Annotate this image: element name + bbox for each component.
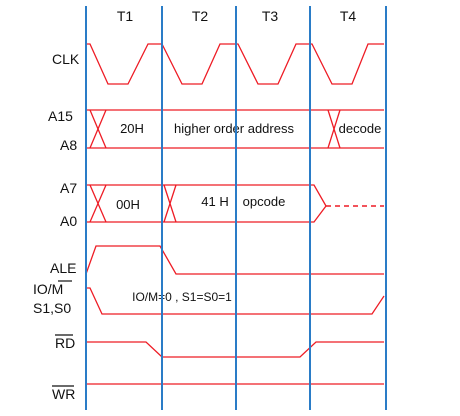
t-state-label-t4: T4: [340, 8, 357, 24]
low-address-value: 00H: [116, 197, 140, 212]
high-address-description: higher order address: [174, 121, 294, 136]
ale-waveform: [85, 245, 384, 275]
signal-label-a7: A7: [60, 180, 77, 196]
status-annotation: IO/M=0 , S1=S0=1: [132, 290, 232, 304]
t-state-dividers: [85, 6, 387, 410]
signal-label-clk: CLK: [52, 51, 80, 67]
decode-label: decode: [339, 121, 382, 136]
a7-a0-cross-2b: [163, 184, 177, 223]
rd-waveform: [86, 341, 384, 358]
signal-label-iom: IO/M: [33, 281, 63, 297]
t-state-label-t3: T3: [262, 8, 279, 24]
signal-label-iom-bar: M: [52, 281, 64, 297]
signal-label-iom-prefix: IO/: [33, 281, 52, 297]
a15-a8-cross-1b: [89, 109, 107, 149]
signal-label-wr: WR: [52, 386, 75, 402]
waveforms: [85, 43, 385, 385]
opcode-value: 41 H: [201, 194, 228, 209]
a15-a8-cross-2b: [327, 109, 341, 149]
t-state-label-t2: T2: [192, 8, 209, 24]
t-state-label-t1: T1: [117, 8, 134, 24]
signal-label-a15: A15: [48, 108, 73, 124]
signal-label-a0: A0: [60, 213, 77, 229]
high-address-value: 20H: [120, 121, 144, 136]
opcode-description: opcode: [243, 194, 286, 209]
signal-label-ale: ALE: [50, 260, 76, 276]
signal-label-s1s0: S1,S0: [33, 300, 71, 316]
clk-waveform: [86, 43, 384, 85]
signal-label-rd: RD: [55, 335, 75, 351]
iom-s1s0-upper: [86, 287, 385, 315]
signal-label-a8: A8: [60, 137, 77, 153]
a7-a0-cross-1b: [89, 184, 107, 223]
